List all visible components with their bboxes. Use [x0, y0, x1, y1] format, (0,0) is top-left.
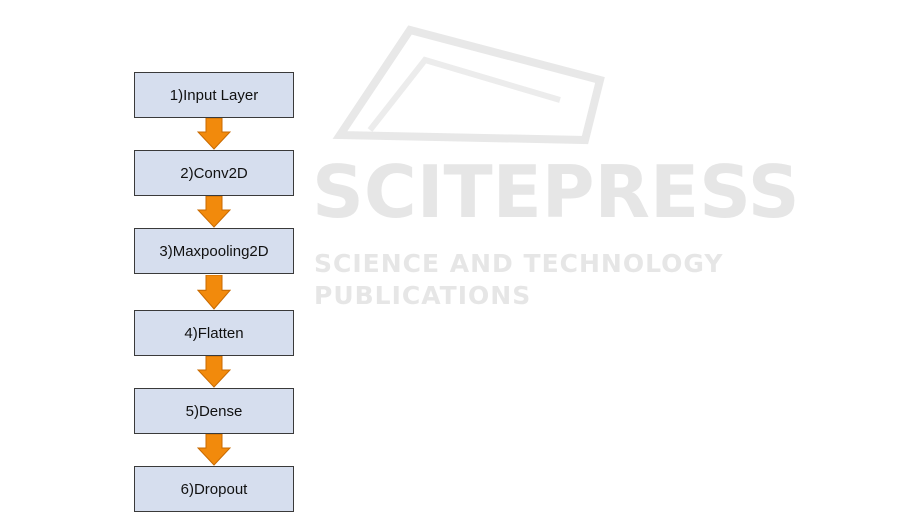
arrow-down-icon [197, 118, 231, 150]
layer-box-conv2d: 2)Conv2D [134, 150, 294, 196]
arrow-down-icon [197, 356, 231, 388]
layer-box-maxpooling2d: 3)Maxpooling2D [134, 228, 294, 274]
layer-box-input: 1)Input Layer [134, 72, 294, 118]
layer-box-dense: 5)Dense [134, 388, 294, 434]
arrow-down-icon [197, 196, 231, 228]
watermark-title: SCITEPRESS [312, 150, 800, 234]
layer-box-flatten: 4)Flatten [134, 310, 294, 356]
layer-box-dropout: 6)Dropout [134, 466, 294, 512]
watermark-subtitle: SCIENCE AND TECHNOLOGY PUBLICATIONS [314, 249, 724, 310]
arrow-down-icon [197, 275, 231, 310]
arrow-down-icon [197, 434, 231, 466]
